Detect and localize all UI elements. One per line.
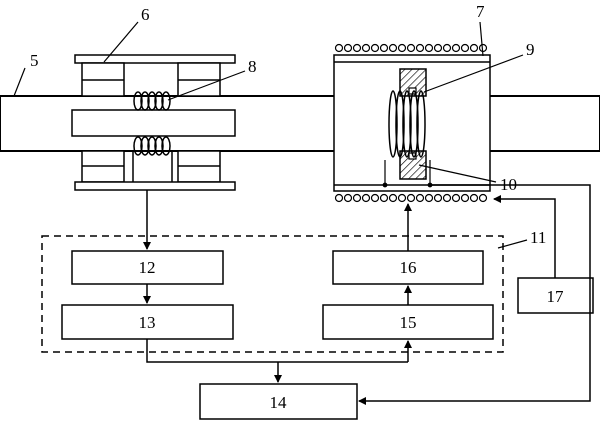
bottom-winding-row [334, 193, 488, 203]
line-13-bus [146, 339, 408, 363]
leader-lines [13, 21, 528, 249]
top-winding-row [334, 43, 488, 53]
block-16 [332, 250, 484, 285]
connections [143, 184, 591, 405]
left-coil [133, 91, 171, 156]
housing-leads [382, 160, 433, 188]
block-15-label: 15 [400, 313, 417, 332]
block-17 [517, 277, 594, 314]
block-16-label: 16 [400, 258, 417, 277]
label-shaft: 5 [30, 51, 39, 70]
block-12-label: 12 [139, 258, 156, 277]
arrow-17-to-housing [493, 195, 556, 278]
right-coil [388, 90, 426, 158]
block-17-label: 17 [547, 287, 565, 306]
controller-box [41, 235, 504, 353]
label-right-coil: 9 [526, 40, 535, 59]
label-left-coil: 8 [248, 57, 257, 76]
left-fixture [71, 54, 236, 191]
label-right-housing: 7 [476, 2, 485, 21]
block-13-label: 13 [139, 313, 156, 332]
block-14 [199, 383, 358, 420]
label-left-fixture: 6 [141, 5, 150, 24]
label-controller: 11 [530, 228, 546, 247]
block-14-label: 14 [270, 393, 288, 412]
arrow-sensor-to-14 [358, 184, 591, 405]
